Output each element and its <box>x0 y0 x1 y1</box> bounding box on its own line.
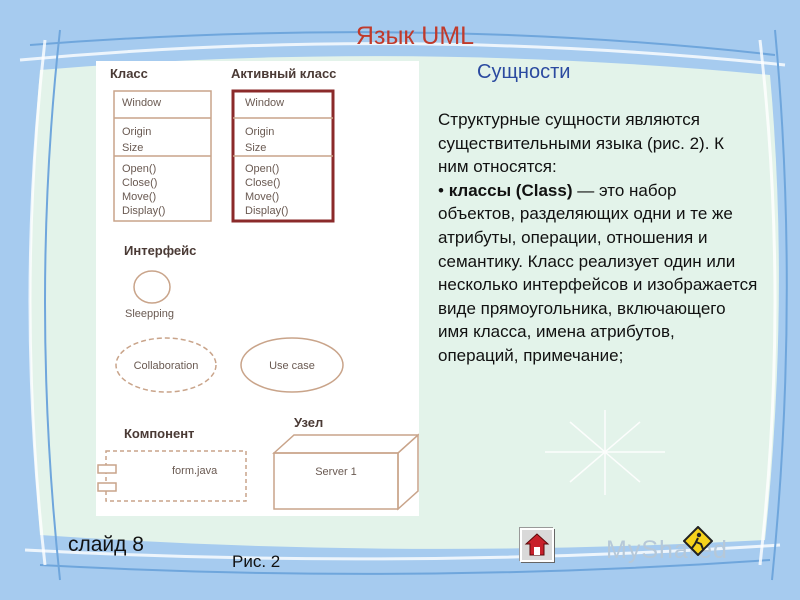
interface-label: Sleepping <box>125 308 174 320</box>
class-operation: Display() <box>122 205 165 217</box>
bullet-definition: — это набор объектов, разделяющих одни и… <box>438 180 758 365</box>
collaboration-label: Collaboration <box>134 360 199 372</box>
slide-title: Язык UML <box>355 22 475 50</box>
class-operation: Move() <box>122 191 156 203</box>
uml-diagram-figure: Класс Window Origin Size Open() Close() … <box>96 61 420 516</box>
active-class-operation: Open() <box>245 163 279 175</box>
class-name: Window <box>122 97 161 109</box>
active-class-box <box>231 89 335 223</box>
component-box <box>97 450 247 502</box>
active-class-operation: Move() <box>245 191 279 203</box>
interface-heading: Интерфейс <box>124 243 196 258</box>
class-operation: Open() <box>122 163 156 175</box>
active-class-operation: Display() <box>245 205 288 217</box>
active-class-attribute: Size <box>245 142 266 154</box>
node-heading: Узел <box>294 415 323 430</box>
construction-sign-icon <box>683 526 713 556</box>
class-box <box>113 90 212 222</box>
bullet-classes: • классы (Class) — это набор объектов, р… <box>438 179 758 368</box>
slide-number: слайд 8 <box>68 533 144 556</box>
active-class-heading: Активный класс <box>231 66 336 81</box>
use-case-ellipse <box>240 337 344 393</box>
paragraph-structural-entities: Структурные сущности являются существите… <box>438 110 725 177</box>
node-cube <box>272 433 420 511</box>
interface-circle <box>133 270 171 304</box>
component-heading: Компонент <box>124 426 194 441</box>
class-attribute: Size <box>122 142 143 154</box>
class-attribute: Origin <box>122 126 151 138</box>
class-operation: Close() <box>122 177 157 189</box>
class-heading: Класс <box>110 66 148 81</box>
bullet-mark: • <box>438 180 444 200</box>
section-subtitle: Сущности <box>477 61 571 83</box>
sparkle-icon <box>545 410 665 495</box>
use-case-label: Use case <box>269 360 315 372</box>
home-icon <box>524 533 550 556</box>
node-label: Server 1 <box>315 466 357 478</box>
active-class-name: Window <box>245 97 284 109</box>
active-class-attribute: Origin <box>245 126 274 138</box>
home-button[interactable] <box>520 528 554 562</box>
body-text: Структурные сущности являются существите… <box>438 108 758 368</box>
figure-caption: Рис. 2 <box>232 552 281 571</box>
collaboration-ellipse <box>115 337 217 393</box>
active-class-operation: Close() <box>245 177 280 189</box>
component-label: form.java <box>172 465 218 477</box>
bullet-term: классы (Class) <box>448 180 573 200</box>
